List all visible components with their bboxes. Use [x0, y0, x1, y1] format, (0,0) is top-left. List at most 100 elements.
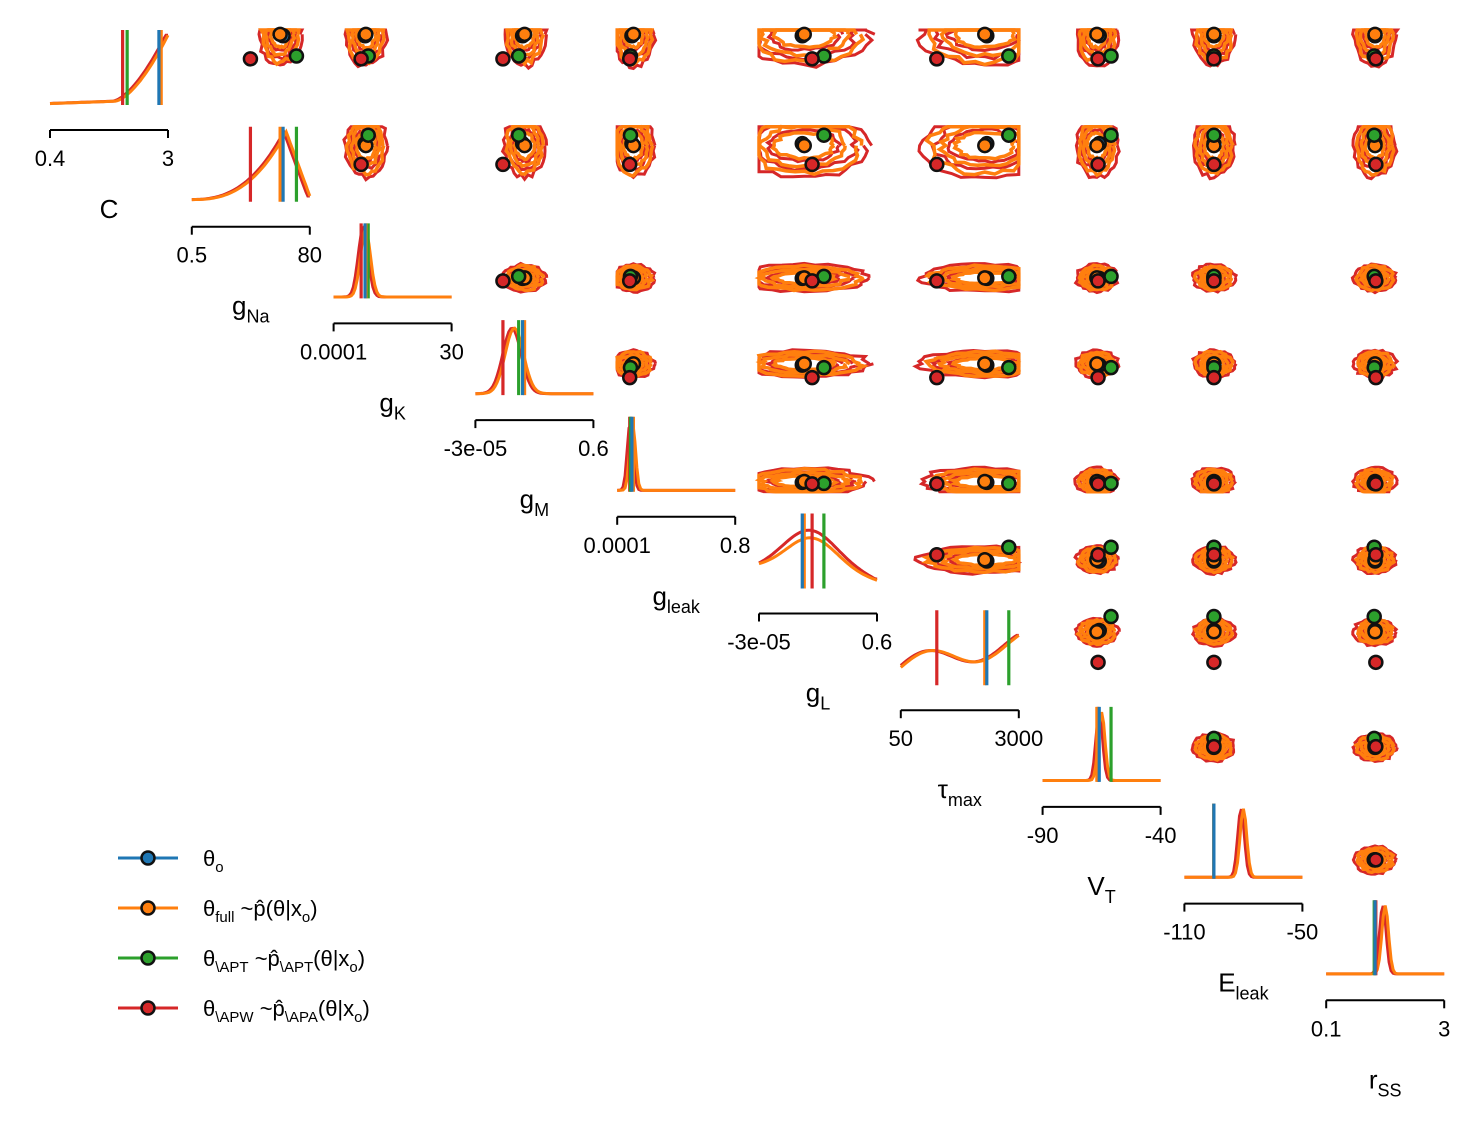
- legend-symbol-sub: \APW: [215, 1009, 254, 1026]
- point-apt: [1103, 48, 1119, 64]
- contour-full: [344, 124, 386, 177]
- point-apt: [288, 48, 305, 64]
- point-apw: [1090, 156, 1106, 173]
- contour-full: [616, 266, 650, 289]
- pair-cell-gK-tau_max: [915, 262, 1021, 294]
- kde-full-gleak: [617, 422, 736, 492]
- point-apw: [1368, 852, 1384, 868]
- kde-apw-gK: [333, 225, 452, 299]
- legend-rest: ~p̂: [249, 946, 280, 971]
- param-label-sub-gNa: Na: [247, 307, 271, 327]
- contour-apw: [1073, 262, 1120, 295]
- tick-label-max-VT: -40: [1145, 823, 1177, 848]
- point-apt: [1001, 475, 1017, 492]
- point-apw: [804, 51, 820, 67]
- contour-full: [1353, 467, 1395, 494]
- contour-full: [1193, 732, 1233, 762]
- point-apt: [1366, 127, 1382, 143]
- param-label-Eleak: Eleak: [1218, 968, 1269, 1004]
- pair-cell-VT-Eleak: [1190, 730, 1236, 764]
- param-label-sub-tau_max: max: [948, 790, 982, 810]
- point-apt: [1103, 359, 1119, 376]
- pair-cell-C-VT: [1075, 26, 1121, 68]
- contour-apw: [915, 262, 1021, 294]
- contour-full: [1359, 621, 1391, 643]
- point-full: [1206, 26, 1222, 43]
- pair-cell-C-gL: [757, 26, 876, 69]
- tick-label-max-gL: 0.6: [862, 630, 893, 655]
- contour-full: [1077, 263, 1118, 292]
- kde-apw-gM: [475, 326, 594, 396]
- point-apw: [929, 476, 945, 492]
- point-apt: [510, 127, 527, 143]
- tick-label-min-gK: 0.0001: [300, 339, 367, 364]
- pair-cell-gNa-tau_max: [917, 124, 1021, 180]
- contour-full: [1193, 124, 1235, 176]
- tick-label-min-gL: -3e-05: [727, 630, 791, 655]
- contour-full: [756, 349, 870, 379]
- pair-cell-gleak-Eleak: [1190, 466, 1237, 494]
- pair-cell-C-gM: [495, 26, 549, 71]
- point-apw: [353, 51, 369, 67]
- pair-cell-gK-gleak: [615, 262, 657, 294]
- contour-full: [615, 263, 656, 292]
- contour-full: [512, 131, 537, 162]
- pair-cell-gL-Eleak: [1191, 539, 1238, 576]
- pair-cell-C-Eleak: [1189, 26, 1238, 68]
- point-apt: [816, 127, 832, 143]
- kde-apw-Eleak: [1184, 808, 1303, 879]
- param-label-base-gleak: g: [652, 581, 666, 611]
- point-full: [977, 473, 993, 490]
- pair-cell-gL-rSS: [1350, 539, 1398, 576]
- contour-full: [1356, 349, 1396, 378]
- point-apw: [1206, 51, 1222, 67]
- point-apt: [622, 127, 639, 143]
- pair-cell-gNa-rSS: [1351, 124, 1399, 181]
- point-full: [977, 26, 993, 43]
- legend-rest-sub2: \APA: [285, 1009, 318, 1026]
- contour-full: [1354, 124, 1396, 177]
- tick-label-min-Eleak: -110: [1163, 920, 1205, 945]
- point-apw: [1206, 738, 1222, 755]
- contour-full: [922, 349, 1021, 378]
- point-apw: [929, 546, 945, 563]
- legend-rest-sub: o: [354, 1009, 362, 1026]
- pair-cell-gM-Eleak: [1190, 348, 1238, 386]
- point-full: [358, 26, 374, 43]
- contour-full: [950, 356, 1022, 372]
- kde-full-gK: [333, 225, 452, 299]
- pair-cell-gNa-VT: [1074, 124, 1121, 180]
- contour-full: [1354, 263, 1396, 293]
- kde-full-tau_max: [899, 634, 1020, 669]
- point-apw: [1206, 369, 1222, 386]
- tick-label-min-VT: -90: [1027, 823, 1059, 848]
- tick-label-min-gNa: 0.5: [177, 243, 208, 268]
- point-full: [796, 137, 812, 154]
- param-label-tau_max: τmax: [938, 774, 982, 810]
- point-apt: [1366, 608, 1382, 625]
- point-apt: [1103, 127, 1119, 143]
- tick-label-min-gleak: 0.0001: [584, 533, 651, 558]
- contour-full: [1359, 736, 1392, 758]
- pair-cell-gNa-gL: [757, 124, 873, 179]
- contour-full: [617, 352, 650, 375]
- contour-full: [948, 270, 1018, 286]
- legend-rest-end: ): [358, 946, 365, 971]
- kde-full-gL: [758, 536, 878, 582]
- point-apw: [1090, 273, 1106, 289]
- legend-label-apw: θ\APW ~p̂\APA(θ|xo): [203, 996, 370, 1026]
- legend-entry-apw: θ\APW ~p̂\APA(θ|xo): [118, 996, 370, 1026]
- tick-label-max-gNa: 80: [298, 243, 322, 268]
- pair-cell-gleak-gL: [754, 466, 876, 494]
- pair-cell-gleak-tau_max: [918, 465, 1021, 494]
- legend-rest-sub: o: [302, 909, 310, 926]
- pair-cell-gL-VT: [1073, 539, 1120, 576]
- kde-apw-C: [49, 33, 168, 105]
- pair-cell-C-gK: [343, 26, 390, 69]
- contour-full: [1077, 124, 1118, 178]
- pair-cell-gleak-VT: [1073, 465, 1121, 494]
